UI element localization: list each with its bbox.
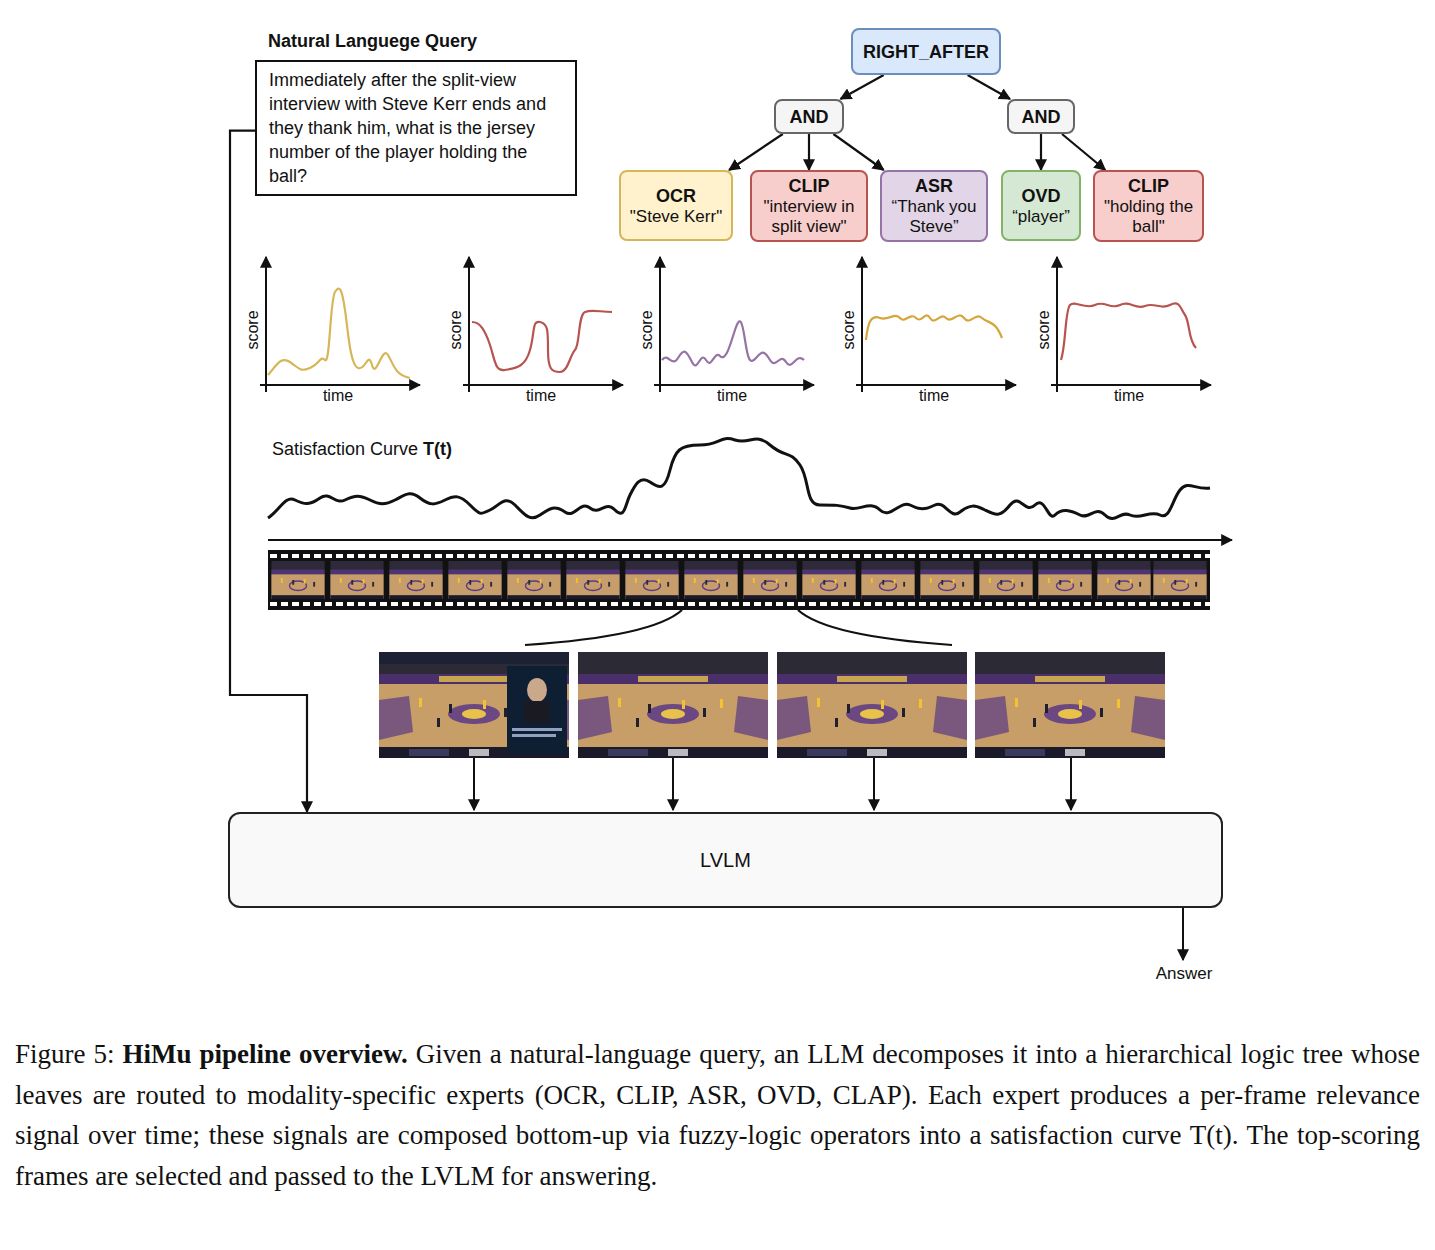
connector-arrow [841, 75, 884, 99]
expert-box: OVD“player” [1001, 170, 1081, 241]
annotation-label: T(t) [423, 439, 452, 459]
film-strip [268, 550, 1210, 610]
model-box: LVLM [228, 812, 1223, 908]
query-text: Immediately after the split-view intervi… [269, 68, 563, 188]
axis-label: time [919, 386, 949, 406]
query-box: Natural Languege QueryImmediately after … [255, 60, 577, 196]
expert-query: “Thank you Steve” [887, 197, 981, 237]
axis-label: time [323, 386, 353, 406]
expert-box: CLIP"interview in split view" [750, 170, 868, 242]
expert-box: OCR"Steve Kerr" [619, 170, 733, 241]
connector-arrow [1040, 134, 1042, 170]
axis-label: score [637, 310, 657, 349]
selected-frames [379, 652, 1165, 758]
operator-name: RIGHT_AFTER [863, 41, 989, 63]
axis-label: score [839, 310, 859, 349]
model-name: LVLM [700, 848, 751, 872]
axis-label: time [1114, 386, 1144, 406]
axis-label: score [243, 310, 263, 349]
operator-box: RIGHT_AFTER [851, 28, 1001, 75]
operator-name: AND [1022, 106, 1061, 128]
time-axis [268, 539, 1232, 541]
expert-name: ASR [915, 175, 953, 197]
axis-label: time [526, 386, 556, 406]
operator-box: AND [774, 99, 844, 134]
connector-arrow [729, 134, 783, 170]
expert-query: "interview in split view" [757, 197, 861, 237]
connector-arrow [230, 131, 307, 812]
expert-query: "holding the ball" [1100, 197, 1197, 237]
operator-box: AND [1007, 99, 1075, 134]
expert-name: OCR [656, 185, 696, 207]
figure-caption: Figure 5: HiMu pipeline overview. Given … [15, 1034, 1420, 1196]
score-curves [268, 289, 1196, 378]
expert-query: "Steve Kerr" [630, 207, 722, 227]
expert-name: CLIP [788, 175, 829, 197]
operator-name: AND [790, 106, 829, 128]
expert-box: CLIP"holding the ball" [1093, 170, 1204, 242]
selection-bracket [525, 610, 952, 645]
expert-box: ASR“Thank you Steve” [880, 170, 988, 242]
axis-label: score [446, 310, 466, 349]
connector-arrow [808, 134, 810, 170]
axis-label: time [717, 386, 747, 406]
query-heading: Natural Languege Query [268, 30, 477, 52]
expert-name: CLIP [1128, 175, 1169, 197]
connector-arrow [968, 75, 1010, 99]
expert-name: OVD [1021, 185, 1060, 207]
expert-query: “player” [1012, 207, 1070, 227]
connector-arrow [1062, 134, 1105, 170]
axis-label: score [1034, 310, 1054, 349]
connector-arrow [833, 134, 883, 170]
annotation-label: Answer [1156, 964, 1213, 984]
caption-bold: HiMu pipeline overview. [115, 1039, 408, 1069]
score-plots [260, 257, 1211, 392]
annotation-label: Satisfaction Curve [272, 439, 418, 459]
satisfaction-curve [268, 439, 1210, 519]
